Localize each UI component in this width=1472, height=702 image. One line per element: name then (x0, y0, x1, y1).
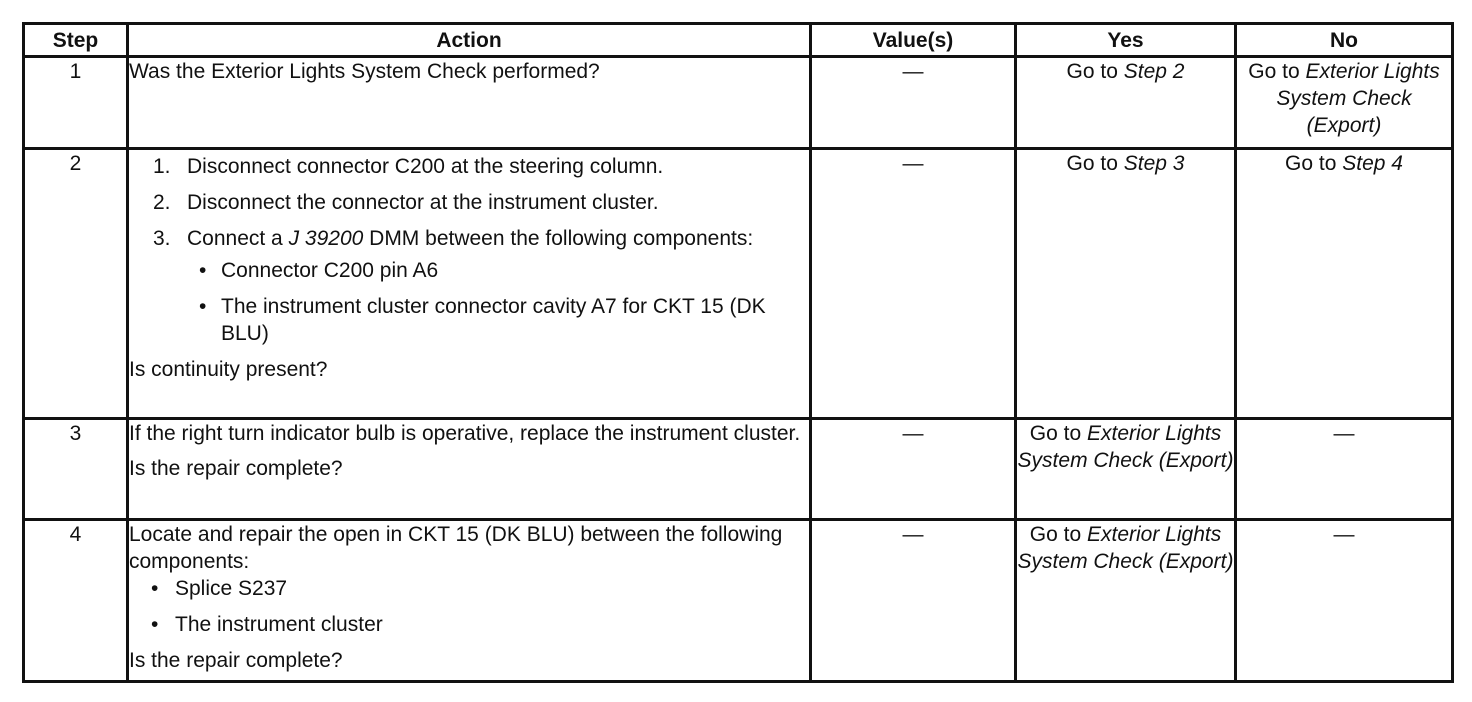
yes-cell: Go to Exterior Lights System Check (Expo… (1014, 518, 1237, 683)
bullet-icon: • (199, 295, 207, 318)
no-step-link[interactable]: Exterior Lights System Check (Export) (1276, 60, 1440, 137)
tool-name: J 39200 (288, 227, 364, 250)
action-cell: Was the Exterior Lights System Check per… (126, 55, 812, 150)
instruction-item: 2. Disconnect the connector at the instr… (129, 189, 809, 216)
yes-cell: Go to Step 2 (1014, 55, 1237, 150)
no-prefix: Go to (1285, 152, 1343, 175)
table-row-step-3: 3 If the right turn indicator bulb is op… (22, 417, 1454, 521)
no-cell: — (1234, 518, 1454, 683)
instruction-number: 1. (153, 155, 171, 178)
component-text: Connector C200 pin A6 (221, 259, 439, 282)
yes-prefix: Go to (1066, 60, 1124, 83)
bullet-icon: • (151, 613, 159, 636)
diagnostic-table: Step Action Value(s) Yes No 1 Was the Ex… (22, 22, 1454, 683)
step-number: 2 (22, 147, 129, 420)
value-cell: — (809, 417, 1017, 521)
no-cell: — (1234, 417, 1454, 521)
header-no: No (1234, 22, 1454, 58)
bullet-icon: • (151, 577, 159, 600)
action-question: Is the repair complete? (129, 457, 343, 480)
yes-step-link[interactable]: Step 2 (1123, 60, 1185, 83)
instruction-item: 1. Disconnect connector C200 at the stee… (129, 153, 809, 180)
value-cell: — (809, 147, 1017, 420)
instruction-text: Disconnect connector C200 at the steerin… (187, 155, 664, 178)
yes-cell: Go to Exterior Lights System Check (Expo… (1014, 417, 1237, 521)
list-item: • Connector C200 pin A6 (187, 257, 809, 284)
action-question: Is the repair complete? (129, 649, 343, 672)
action-text: If the right turn indicator bulb is oper… (129, 422, 801, 445)
yes-cell: Go to Step 3 (1014, 147, 1237, 420)
header-row: Step Action Value(s) Yes No (22, 22, 1454, 58)
step-number: 4 (22, 518, 129, 683)
no-cell: Go to Step 4 (1234, 147, 1454, 420)
action-question: Is continuity present? (129, 358, 328, 381)
component-list: • Connector C200 pin A6 • The instrument… (187, 257, 809, 347)
instruction-item: 3. Connect a J 39200 DMM between the fol… (129, 225, 809, 347)
header-yes: Yes (1014, 22, 1237, 58)
step-number: 3 (22, 417, 129, 521)
instruction-number: 3. (153, 227, 171, 250)
instruction-text: DMM between the following components: (363, 227, 754, 250)
no-step-link[interactable]: Step 4 (1342, 152, 1403, 175)
value-cell: — (809, 518, 1017, 683)
yes-step-link[interactable]: Exterior Lights System Check (Export) (1017, 523, 1234, 573)
action-question: Was the Exterior Lights System Check per… (129, 60, 600, 83)
yes-prefix: Go to (1029, 422, 1087, 445)
bullet-icon: • (199, 259, 207, 282)
no-prefix: Go to (1248, 60, 1306, 83)
table-row-step-2: 2 1. Disconnect connector C200 at the st… (22, 147, 1454, 420)
header-action: Action (126, 22, 812, 58)
action-cell: If the right turn indicator bulb is oper… (126, 417, 812, 521)
step-number: 1 (22, 55, 129, 150)
component-text: The instrument cluster connector cavity … (221, 295, 766, 345)
yes-step-link[interactable]: Exterior Lights System Check (Export) (1017, 422, 1234, 472)
value-cell: — (809, 55, 1017, 150)
no-cell: Go to Exterior Lights System Check (Expo… (1234, 55, 1454, 150)
header-step: Step (22, 22, 129, 58)
yes-prefix: Go to (1066, 152, 1124, 175)
table-row-step-1: 1 Was the Exterior Lights System Check p… (22, 55, 1454, 150)
list-item: • Splice S237 (129, 575, 809, 602)
component-list: • Splice S237 • The instrument cluster (129, 575, 809, 638)
instruction-text: Disconnect the connector at the instrume… (187, 191, 659, 214)
component-text: Splice S237 (175, 577, 288, 600)
table-row-step-4: 4 Locate and repair the open in CKT 15 (… (22, 518, 1454, 683)
list-item: • The instrument cluster connector cavit… (187, 293, 809, 347)
header-values: Value(s) (809, 22, 1017, 58)
instruction-text: Connect a (187, 227, 289, 250)
instruction-list: 1. Disconnect connector C200 at the stee… (129, 153, 809, 347)
instruction-number: 2. (153, 191, 171, 214)
yes-step-link[interactable]: Step 3 (1123, 152, 1185, 175)
component-text: The instrument cluster (175, 613, 383, 636)
list-item: • The instrument cluster (129, 611, 809, 638)
action-text: Locate and repair the open in CKT 15 (DK… (129, 523, 783, 573)
yes-prefix: Go to (1029, 523, 1087, 546)
action-cell: 1. Disconnect connector C200 at the stee… (126, 147, 812, 420)
action-cell: Locate and repair the open in CKT 15 (DK… (126, 518, 812, 683)
